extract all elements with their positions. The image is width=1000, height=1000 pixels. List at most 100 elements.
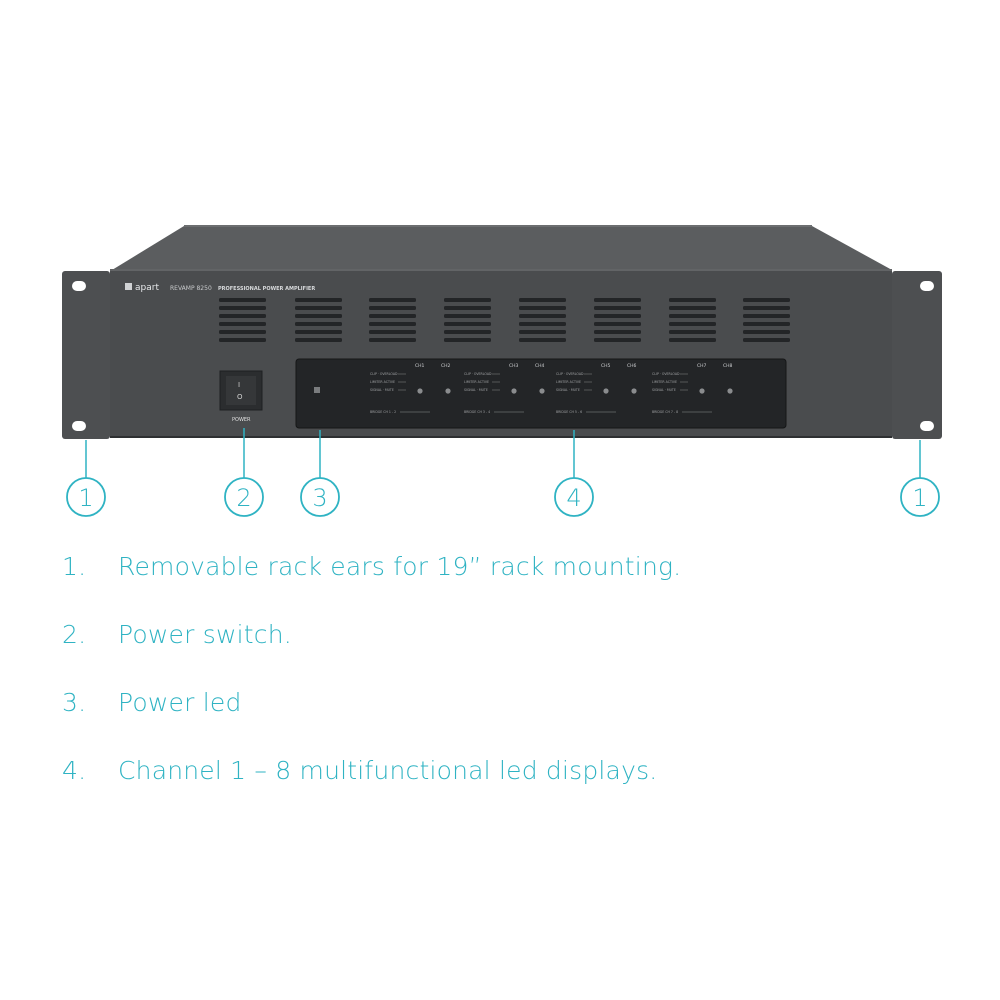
channel-label: CH3 bbox=[509, 363, 519, 369]
vent-grill bbox=[369, 298, 416, 342]
channel-label: CH4 bbox=[535, 363, 545, 369]
vent-slot bbox=[219, 330, 266, 334]
channel-label: CH5 bbox=[601, 363, 611, 369]
status-label: LIMITER ACTIVE bbox=[464, 380, 489, 384]
callout-number: 1 bbox=[912, 484, 927, 512]
vent-slot bbox=[219, 314, 266, 318]
status-label: CLIP · OVERLOAD bbox=[652, 372, 680, 376]
vent-slot bbox=[369, 322, 416, 326]
callout-power-led: 3 bbox=[300, 477, 340, 517]
vent-slot bbox=[369, 338, 416, 342]
status-label: CLIP · OVERLOAD bbox=[464, 372, 492, 376]
vent-slot bbox=[369, 298, 416, 302]
status-label: SIGNAL · MUTE bbox=[464, 388, 488, 392]
callout-number: 3 bbox=[312, 484, 327, 512]
legend-number: 1. bbox=[62, 552, 87, 581]
vent-grill bbox=[519, 298, 566, 342]
brand-logo-mark bbox=[125, 283, 132, 290]
vent-slot bbox=[369, 306, 416, 310]
vent-slot bbox=[669, 306, 716, 310]
vent-slot bbox=[669, 314, 716, 318]
vent-slot bbox=[219, 298, 266, 302]
vent-slot bbox=[594, 306, 641, 310]
vent-grill bbox=[594, 298, 641, 342]
vent-slot bbox=[743, 306, 790, 310]
status-label: LIMITER ACTIVE bbox=[370, 380, 395, 384]
power-label: POWER bbox=[232, 417, 251, 423]
vent-grill bbox=[669, 298, 716, 342]
vent-slot bbox=[219, 306, 266, 310]
callout-led-displays: 4 bbox=[554, 477, 594, 517]
vent-slot bbox=[743, 330, 790, 334]
vent-slot bbox=[219, 322, 266, 326]
legend-text: Removable rack ears for 19” rack mountin… bbox=[118, 552, 682, 581]
status-label: SIGNAL · MUTE bbox=[370, 388, 394, 392]
legend-text: Power switch. bbox=[118, 620, 292, 649]
vent-slot bbox=[519, 314, 566, 318]
vent-slot bbox=[594, 298, 641, 302]
legend-text: Channel 1 – 8 multifunctional led displa… bbox=[118, 756, 658, 785]
vent-slot bbox=[295, 298, 342, 302]
callout-markers: 1 2 3 4 1 bbox=[66, 477, 940, 517]
vent-slot bbox=[594, 330, 641, 334]
vent-grill bbox=[743, 298, 790, 342]
vent-slot bbox=[444, 314, 491, 318]
rack-hole bbox=[72, 421, 86, 431]
rack-ear-right bbox=[892, 271, 942, 439]
top-panel bbox=[112, 226, 892, 270]
rack-hole bbox=[72, 281, 86, 291]
power-switch-off-symbol: O bbox=[237, 393, 243, 401]
status-label: CLIP · OVERLOAD bbox=[556, 372, 584, 376]
vent-slot bbox=[743, 298, 790, 302]
status-label: LIMITER ACTIVE bbox=[556, 380, 581, 384]
signal-led bbox=[727, 388, 733, 394]
channel-label: CH1 bbox=[415, 363, 425, 369]
vent-grill bbox=[295, 298, 342, 342]
vent-slot bbox=[295, 322, 342, 326]
vent-slot bbox=[669, 330, 716, 334]
vent-slot bbox=[295, 314, 342, 318]
callout-circle bbox=[224, 477, 264, 517]
amplifier-illustration: apart REVAMP 8250 PROFESSIONAL POWER AMP… bbox=[62, 225, 942, 517]
power-led bbox=[314, 387, 320, 393]
rack-hole bbox=[920, 281, 934, 291]
vent-slot bbox=[594, 314, 641, 318]
callout-number: 1 bbox=[78, 484, 93, 512]
signal-led bbox=[603, 388, 609, 394]
legend-number: 3. bbox=[62, 688, 87, 717]
status-label: SIGNAL · MUTE bbox=[556, 388, 580, 392]
vent-slot bbox=[743, 314, 790, 318]
signal-led bbox=[539, 388, 545, 394]
vent-slot bbox=[369, 314, 416, 318]
power-switch-on-symbol: I bbox=[238, 381, 240, 389]
vent-slot bbox=[219, 338, 266, 342]
callout-number: 4 bbox=[566, 484, 581, 512]
led-display-panel bbox=[295, 358, 787, 429]
brand-name: apart bbox=[135, 283, 159, 293]
signal-led bbox=[699, 388, 705, 394]
rack-hole bbox=[920, 421, 934, 431]
vent-slot bbox=[669, 338, 716, 342]
callout-circle bbox=[66, 477, 106, 517]
signal-led bbox=[417, 388, 423, 394]
channel-label: CH7 bbox=[697, 363, 707, 369]
bridge-label: BRIDGE CH 3 - 4 bbox=[464, 410, 490, 414]
signal-led bbox=[445, 388, 451, 394]
status-label: LIMITER ACTIVE bbox=[652, 380, 677, 384]
vent-grill bbox=[444, 298, 491, 342]
legend-text: Power led bbox=[118, 688, 242, 717]
vent-slot bbox=[743, 322, 790, 326]
vent-slot bbox=[519, 322, 566, 326]
vent-slot bbox=[743, 338, 790, 342]
signal-led bbox=[631, 388, 637, 394]
vent-slot bbox=[444, 330, 491, 334]
vent-slot bbox=[669, 298, 716, 302]
vent-slot bbox=[594, 322, 641, 326]
callout-power-switch: 2 bbox=[224, 477, 264, 517]
